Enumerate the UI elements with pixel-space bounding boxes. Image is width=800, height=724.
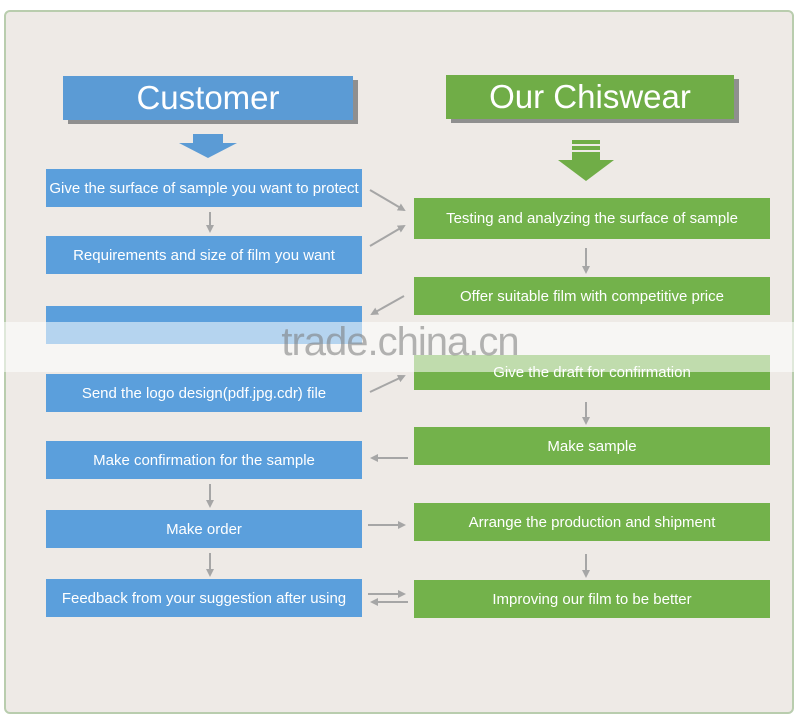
customer-step-order: Make order: [46, 510, 362, 548]
customer-step-feedback: Feedback from your suggestion after usin…: [46, 579, 362, 617]
chiswear-header: Our Chiswear: [446, 75, 734, 119]
chiswear-step-make-sample: Make sample: [414, 427, 770, 465]
watermark-text: trade.china.cn: [281, 320, 519, 364]
customer-step-confirm-sample: Make confirmation for the sample: [46, 441, 362, 479]
chiswear-step-offer: Offer suitable film with competitive pri…: [414, 277, 770, 315]
customer-step-surface: Give the surface of sample you want to p…: [46, 169, 362, 207]
customer-step-logo: Send the logo design(pdf.jpg.cdr) file: [46, 374, 362, 412]
customer-header: Customer: [63, 76, 353, 120]
chiswear-step-improving: Improving our film to be better: [414, 580, 770, 618]
chiswear-step-production: Arrange the production and shipment: [414, 503, 770, 541]
customer-step-requirements: Requirements and size of film you want: [46, 236, 362, 274]
watermark-band: [0, 322, 800, 372]
chiswear-step-testing: Testing and analyzing the surface of sam…: [414, 198, 770, 239]
